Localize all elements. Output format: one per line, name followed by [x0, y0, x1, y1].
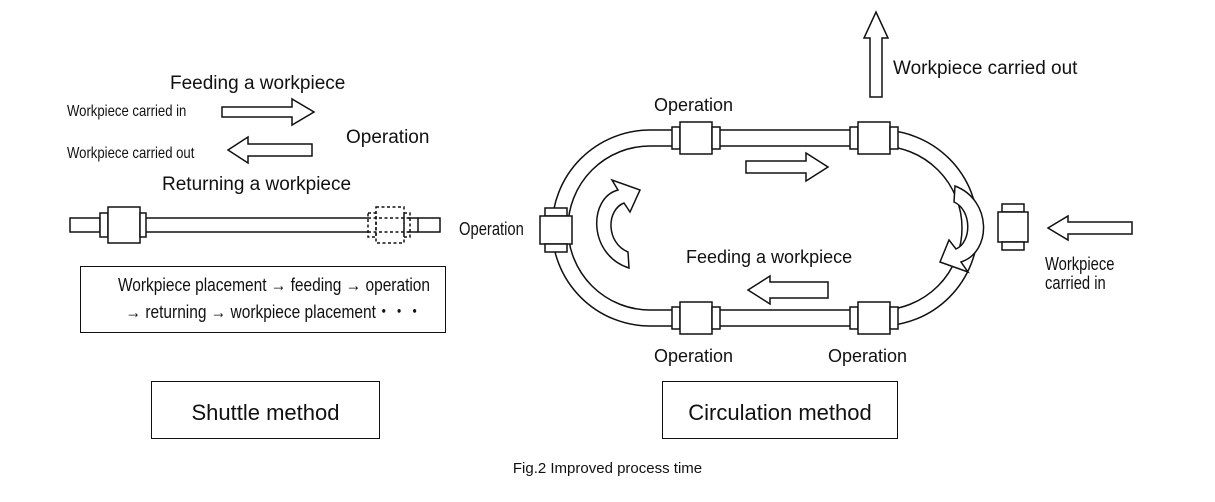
shuttle-sequence-box: Workpiece placement → feeding → operatio… [80, 266, 446, 333]
rotate-up-arrow-icon [596, 178, 642, 270]
shuttle-carried-in-label: Workpiece carried in [67, 103, 187, 120]
flow-right-arrow-icon [745, 151, 830, 183]
shuttle-rail [69, 212, 441, 238]
flow-left-arrow-icon [746, 274, 829, 306]
circ-feeding-label: Feeding a workpiece [686, 247, 853, 267]
figure-caption: Fig.2 Improved process time [512, 460, 703, 477]
shuttle-sequence-text: Workpiece placement → feeding → operatio… [85, 272, 463, 326]
circulation-method-label: Circulation method [688, 400, 872, 425]
circ-operation-bottom-left: Operation [654, 346, 734, 366]
shuttle-sequence-line1: Workpiece placement → feeding → operatio… [117, 275, 431, 295]
shuttle-method-box: Shuttle method [151, 381, 380, 439]
station-top-left [671, 121, 721, 155]
circ-carried-out-arrow-icon [862, 10, 890, 98]
rotate-down-arrow-icon [939, 184, 985, 274]
shuttle-returning-label: Returning a workpiece [162, 174, 352, 195]
circ-carried-in-arrow-icon [1046, 214, 1133, 242]
station-bottom-left [671, 301, 721, 335]
station-left [539, 207, 573, 253]
shuttle-method-label: Shuttle method [191, 400, 340, 425]
shuttle-feeding-label: Feeding a workpiece [170, 73, 346, 94]
carried-in-arrow-icon [221, 97, 316, 127]
circ-carried-in-line1: Workpiece [1045, 254, 1115, 274]
shuttle-carriage [107, 206, 147, 244]
shuttle-sequence-line2: → returning → workpiece placement・・・ [125, 302, 423, 322]
shuttle-carriage-ghost [367, 206, 411, 244]
shuttle-operation-label: Operation [346, 127, 430, 148]
circ-operation-bottom-right: Operation [828, 346, 908, 366]
circulation-method-box: Circulation method [662, 381, 898, 439]
circ-carried-in-line2: carried in [1045, 273, 1106, 293]
circ-operation-top-left: Operation [654, 95, 734, 115]
carried-out-arrow-icon [226, 135, 313, 165]
station-bottom-right [849, 301, 899, 335]
circ-operation-left: Operation [459, 219, 524, 239]
station-top-right [849, 121, 899, 155]
shuttle-carried-out-label: Workpiece carried out [67, 145, 195, 162]
station-right [997, 203, 1029, 251]
circ-carried-out-label: Workpiece carried out [893, 58, 1078, 79]
